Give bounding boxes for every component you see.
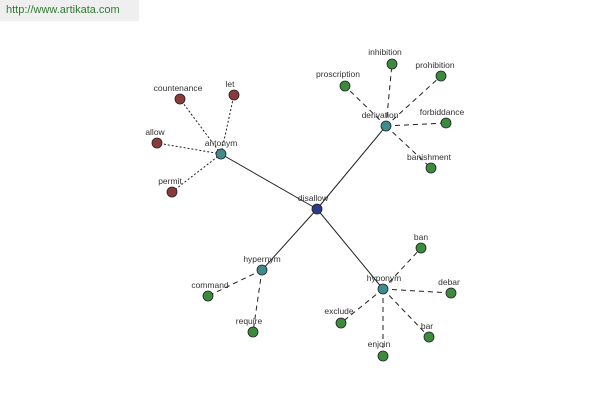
node-proscription[interactable]: [339, 80, 351, 92]
node-command[interactable]: [202, 290, 214, 302]
label-enjoin[interactable]: enjoin: [368, 339, 391, 349]
node-forbiddance[interactable]: [440, 117, 452, 129]
label-let[interactable]: let: [226, 79, 236, 89]
node-banishment[interactable]: [425, 162, 437, 174]
label-command[interactable]: command: [191, 280, 229, 290]
label-banishment[interactable]: banishment: [407, 152, 452, 162]
node-let[interactable]: [228, 89, 240, 101]
node-derivation[interactable]: [380, 120, 392, 132]
label-countenance[interactable]: countenance: [154, 83, 203, 93]
edge-disallow-antonym: [220, 153, 318, 210]
label-hyponym[interactable]: hyponym: [367, 273, 402, 283]
label-inhibition[interactable]: inhibition: [368, 47, 402, 57]
edge-derivation-forbiddance: [385, 122, 447, 127]
node-allow[interactable]: [151, 137, 163, 149]
node-permit[interactable]: [166, 186, 178, 198]
label-prohibition[interactable]: prohibition: [415, 60, 454, 70]
edge-antonym-allow: [156, 142, 222, 155]
node-exclude[interactable]: [335, 317, 347, 329]
label-ban[interactable]: ban: [414, 232, 428, 242]
node-bar[interactable]: [423, 331, 435, 343]
edge-derivation-inhibition: [385, 63, 393, 127]
node-enjoin[interactable]: [377, 350, 389, 362]
node-inhibition[interactable]: [386, 58, 398, 70]
edge-hypernym-command: [207, 269, 263, 297]
edge-hyponym-ban: [382, 247, 422, 290]
edges-layer: [156, 63, 452, 356]
node-ban[interactable]: [415, 242, 427, 254]
node-debar[interactable]: [445, 287, 457, 299]
edge-antonym-countenance: [179, 98, 222, 155]
edge-hypernym-require: [252, 269, 263, 333]
label-antonym[interactable]: antonym: [205, 138, 238, 148]
label-proscription[interactable]: proscription: [316, 69, 360, 79]
label-permit[interactable]: permit: [158, 176, 182, 186]
label-hypernym[interactable]: hypernym: [243, 254, 280, 264]
label-allow[interactable]: allow: [145, 127, 165, 137]
label-require[interactable]: require: [236, 316, 263, 326]
label-disallow[interactable]: disallow: [298, 193, 329, 203]
edge-antonym-permit: [171, 153, 222, 193]
nodes-layer: [151, 58, 457, 362]
node-antonym[interactable]: [215, 148, 227, 160]
node-require[interactable]: [247, 326, 259, 338]
source-url-banner[interactable]: http://www.artikata.com: [0, 0, 139, 21]
edge-disallow-derivation: [316, 125, 387, 210]
node-hyponym[interactable]: [377, 283, 389, 295]
edge-derivation-proscription: [344, 85, 387, 127]
label-bar[interactable]: bar: [421, 321, 433, 331]
edge-hyponym-bar: [382, 288, 430, 338]
node-hypernym[interactable]: [256, 264, 268, 276]
label-derivation[interactable]: derivation: [362, 110, 399, 120]
edge-derivation-banishment: [385, 125, 432, 169]
edge-derivation-prohibition: [385, 75, 442, 127]
node-disallow[interactable]: [311, 203, 323, 215]
node-prohibition[interactable]: [435, 70, 447, 82]
edge-disallow-hypernym: [261, 208, 318, 271]
label-forbiddance[interactable]: forbiddance: [420, 107, 465, 117]
edge-hyponym-exclude: [340, 288, 384, 324]
edge-hyponym-debar: [382, 288, 452, 294]
label-exclude[interactable]: exclude: [324, 306, 354, 316]
label-debar[interactable]: debar: [438, 277, 460, 287]
node-countenance[interactable]: [174, 93, 186, 105]
edge-disallow-hyponym: [316, 208, 384, 290]
labels-layer: disallow antonym derivation hypernym hyponym…: [145, 47, 464, 349]
